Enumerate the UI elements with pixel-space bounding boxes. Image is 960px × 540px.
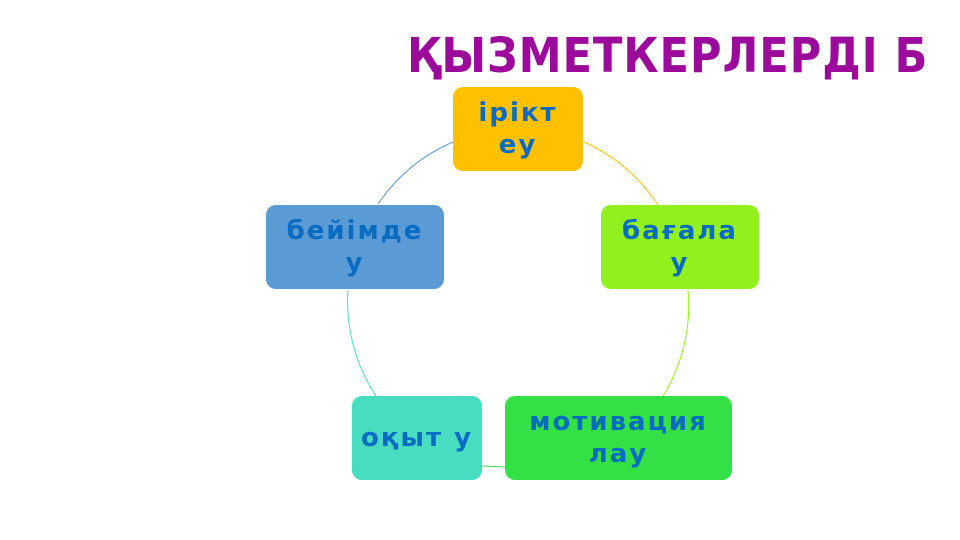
node-label: ірікт еу <box>478 98 558 160</box>
cycle-node-motivation: мотивация лау <box>505 396 732 480</box>
cycle-node-evaluation: бағала у <box>601 205 759 289</box>
connector-2-3 <box>662 289 690 397</box>
node-label: бағала у <box>622 216 738 278</box>
cycle-node-adaptation: бейімде у <box>266 205 444 289</box>
connector-4-5 <box>347 289 377 397</box>
cycle-node-selection: ірікт еу <box>453 87 583 171</box>
cycle-node-training: оқыт у <box>352 396 482 480</box>
node-label: мотивация лау <box>529 407 708 469</box>
slide-title: ҚЫЗМЕТКЕРЛЕРДІ Б <box>407 28 929 84</box>
connector-1-2 <box>583 141 659 206</box>
node-label: оқыт у <box>360 423 474 453</box>
connector-5-1 <box>377 141 454 205</box>
node-label: бейімде у <box>286 216 424 278</box>
connector-3-4 <box>481 465 506 468</box>
